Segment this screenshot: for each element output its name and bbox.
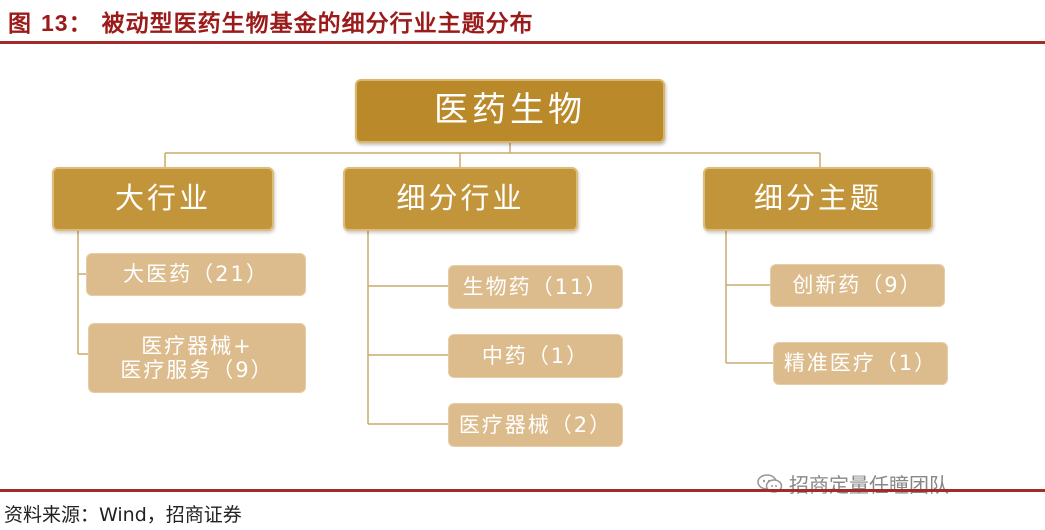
figure-title: 图 13： 被动型医药生物基金的细分行业主题分布 [8, 4, 534, 38]
category-node-sub-theme: 细分主题 [703, 167, 933, 231]
leaf-node: 生物药（11） [448, 265, 623, 309]
source-note: 资料来源：Wind，招商证券 [4, 504, 242, 526]
category-node-large-industry: 大行业 [52, 167, 274, 231]
figure-title-text: 被动型医药生物基金的细分行业主题分布 [101, 11, 534, 37]
leaf-label: 精准医疗（1） [783, 351, 938, 376]
leaf-label: 中药（1） [481, 343, 590, 368]
leaf-node: 创新药（9） [770, 264, 945, 307]
figure-colon: ： [68, 11, 93, 37]
leaf-node: 医疗器械+ 医疗服务（9） [88, 323, 306, 393]
leaf-node: 精准医疗（1） [773, 342, 948, 385]
bottom-divider [0, 489, 1045, 492]
figure-label: 图 [8, 11, 32, 37]
category-node-sub-industry: 细分行业 [343, 167, 578, 231]
watermark: 招商定量任瞳团队 [757, 469, 949, 498]
leaf-label: 生物药（11） [462, 274, 609, 299]
leaf-node: 大医药（21） [86, 253, 306, 296]
leaf-label: 医疗器械（2） [458, 412, 613, 437]
watermark-text: 招商定量任瞳团队 [789, 473, 949, 497]
root-node: 医药生物 [355, 79, 665, 143]
leaf-node: 医疗器械（2） [448, 403, 623, 447]
top-divider [0, 41, 1045, 44]
figure-number: 13 [41, 10, 69, 36]
leaf-node: 中药（1） [448, 334, 623, 378]
leaf-label: 创新药（9） [792, 273, 923, 298]
leaf-label-line-1: 医疗器械+ [141, 333, 253, 358]
leaf-label: 大医药（21） [123, 262, 269, 287]
leaf-label-line-2: 医疗服务（9） [120, 358, 274, 382]
